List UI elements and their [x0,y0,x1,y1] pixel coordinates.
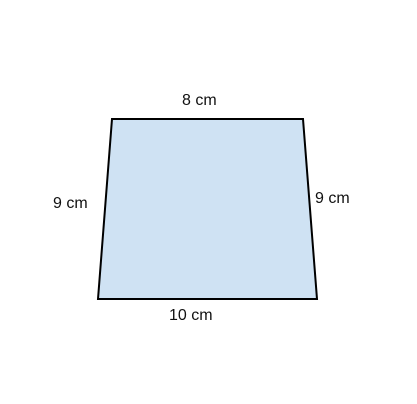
right-side-label: 9 cm [315,190,350,207]
bottom-side-label: 10 cm [169,307,213,324]
trapezoid-shape [96,118,319,300]
left-side-label: 9 cm [53,195,88,212]
top-side-label: 8 cm [182,92,217,109]
